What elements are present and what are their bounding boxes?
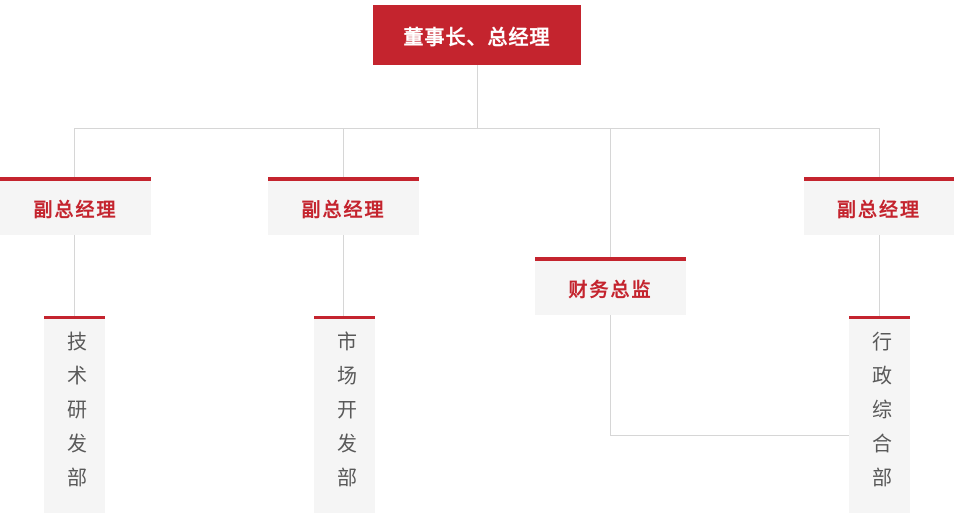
node-deputy-gm-1: 副总经理	[0, 177, 151, 235]
node-label: 技术研发部	[63, 331, 86, 501]
node-label: 市场开发部	[333, 331, 356, 501]
node-label: 副总经理	[836, 199, 921, 221]
connector-vgm2-dept2	[343, 235, 344, 316]
connector-cfo-down	[610, 315, 611, 435]
connector-root-drop	[477, 64, 478, 128]
connector-drop-vgm3	[879, 128, 880, 177]
node-label: 副总经理	[301, 199, 386, 221]
node-admin-general-department: 行政综合部	[849, 316, 910, 513]
node-market-dev-department: 市场开发部	[314, 316, 375, 513]
node-label: 行政综合部	[868, 331, 891, 501]
node-finance-director: 财务总监	[535, 257, 686, 315]
connector-vgm3-dept3	[879, 235, 880, 316]
node-label: 财务总监	[568, 279, 653, 301]
node-tech-rd-department: 技术研发部	[44, 316, 105, 513]
node-deputy-gm-2: 副总经理	[268, 177, 419, 235]
node-label: 董事长、总经理	[403, 26, 551, 49]
connector-drop-vgm2	[343, 128, 344, 177]
node-deputy-gm-3: 副总经理	[804, 177, 954, 235]
connector-cfo-dept3	[610, 435, 849, 436]
connector-drop-vgm1	[74, 128, 75, 177]
node-chairman-general-manager: 董事长、总经理	[373, 5, 581, 65]
connector-vgm1-dept1	[74, 235, 75, 316]
connector-main-horizontal	[74, 128, 880, 129]
connector-drop-cfo	[610, 128, 611, 257]
node-label: 副总经理	[33, 199, 118, 221]
